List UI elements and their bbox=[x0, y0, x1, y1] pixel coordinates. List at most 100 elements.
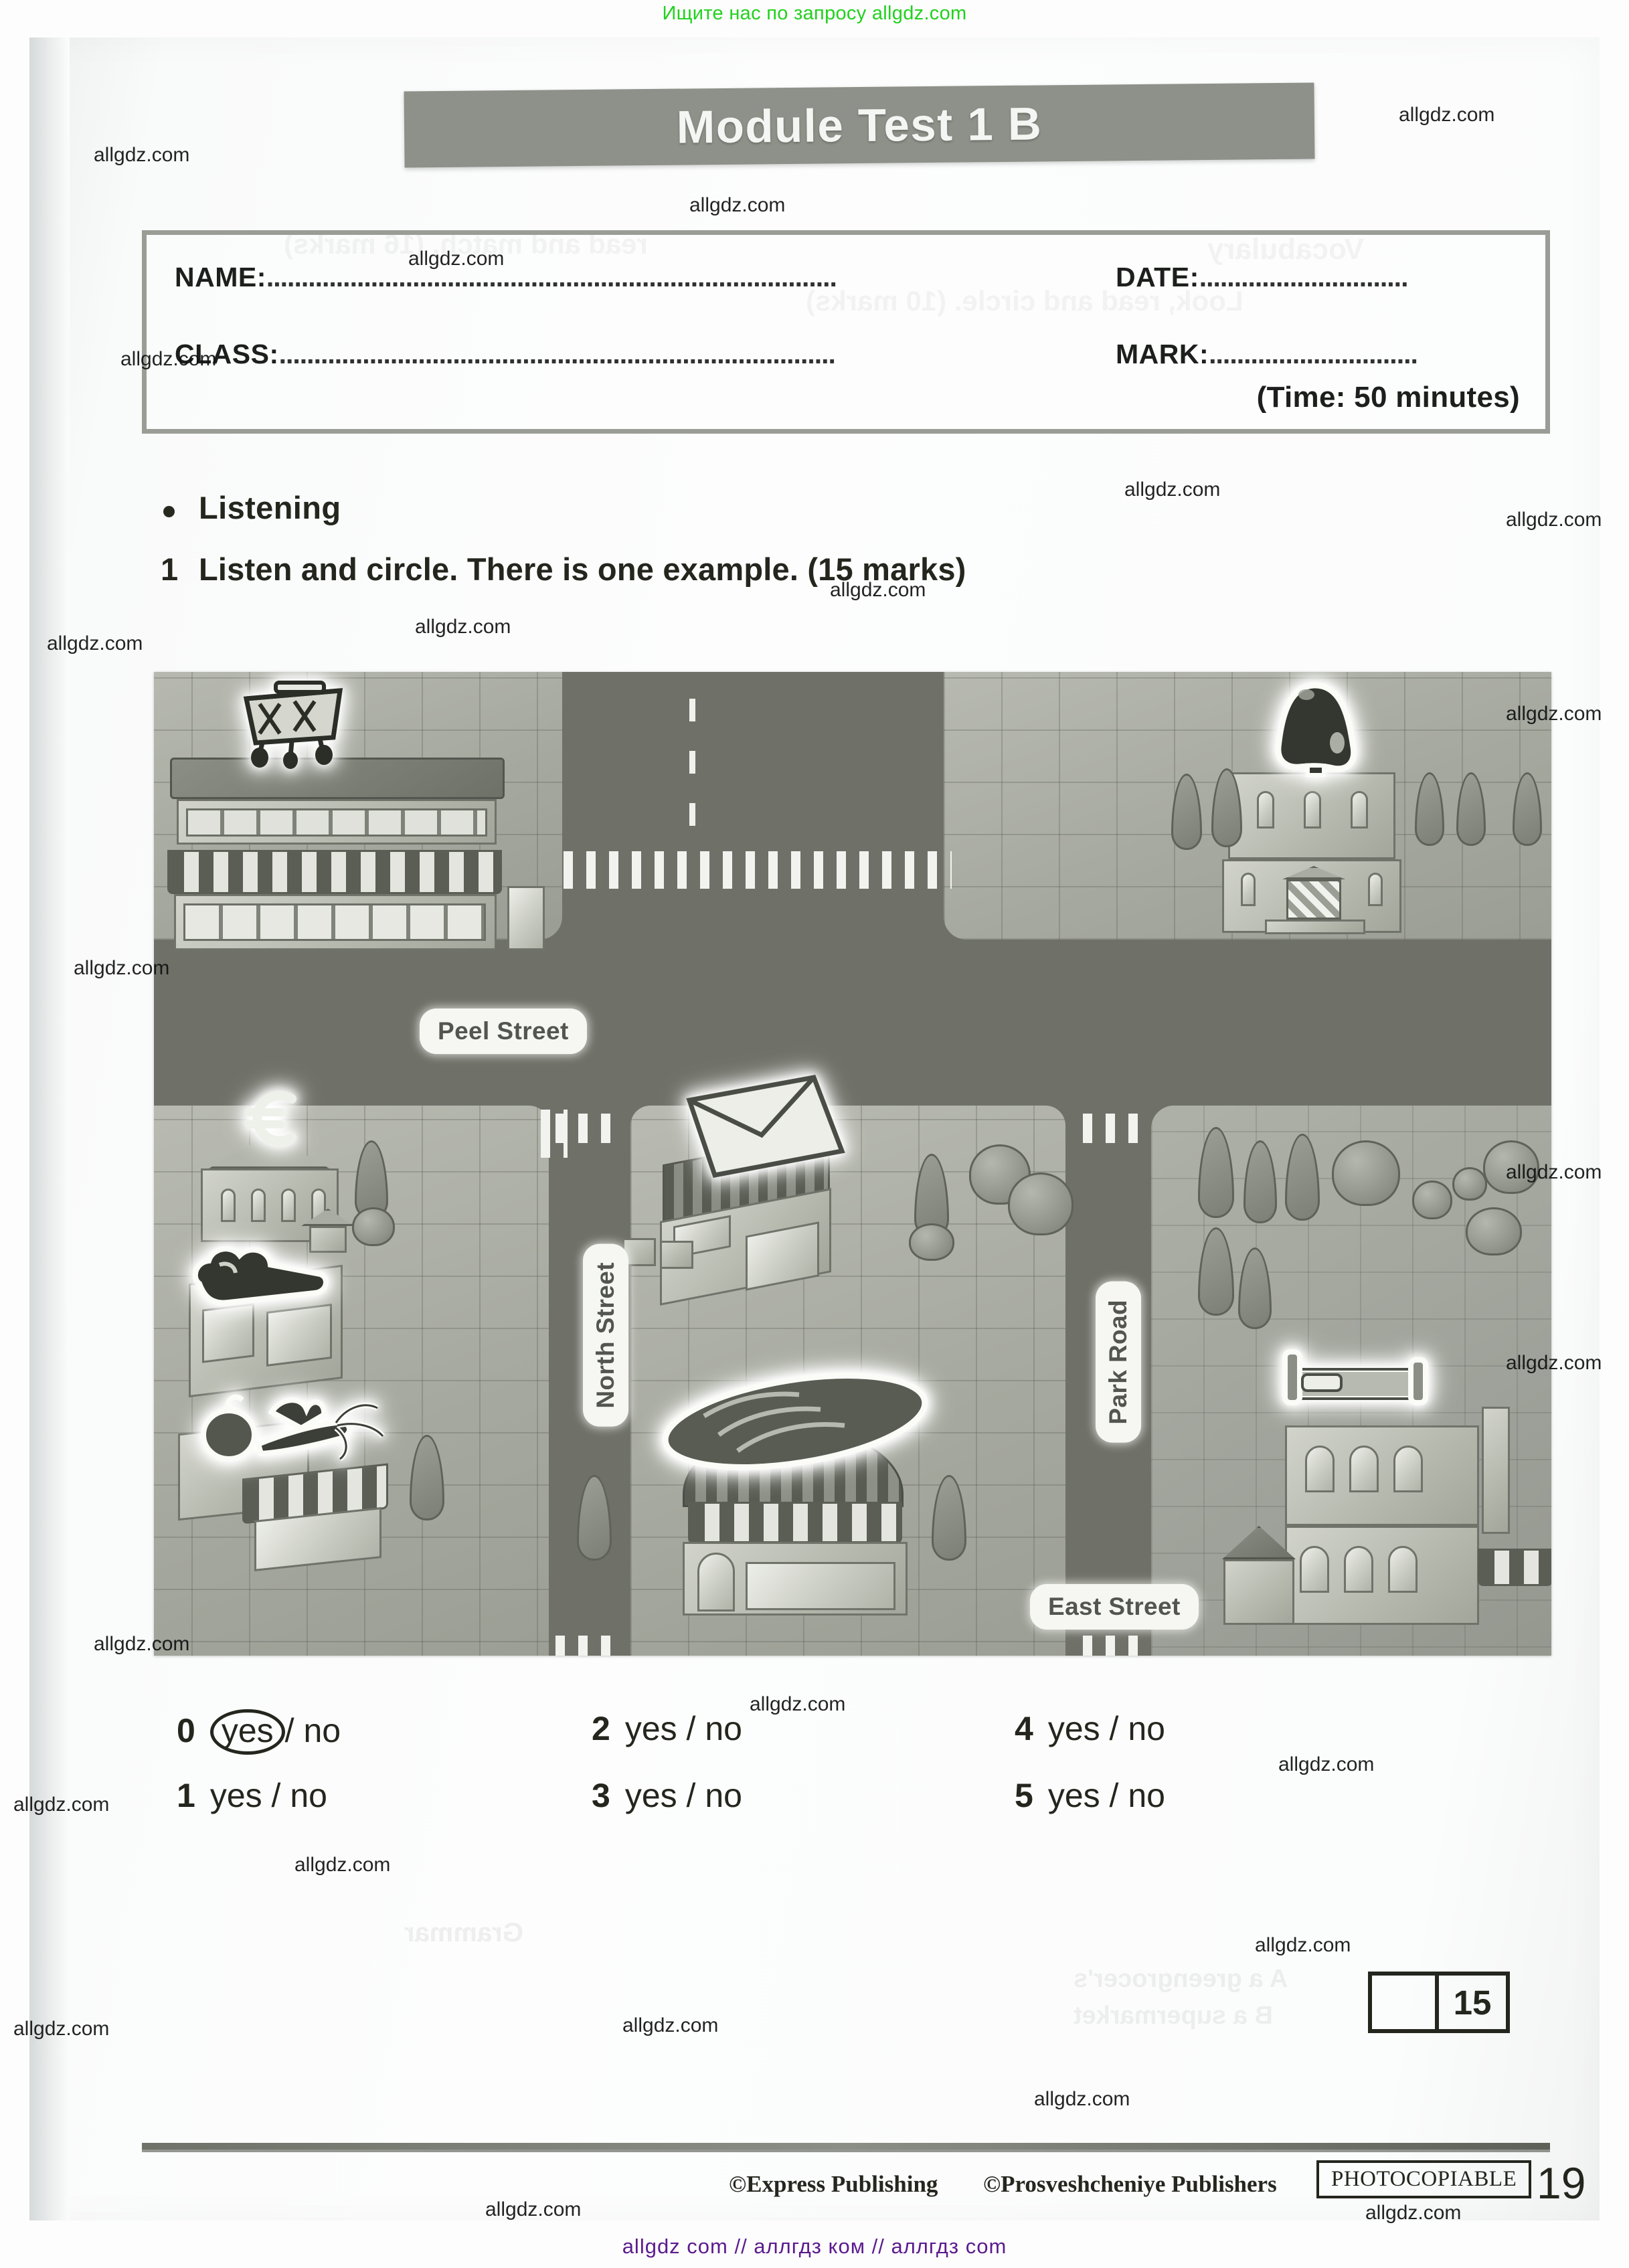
police-window-5 bbox=[1368, 873, 1383, 906]
answer-yes-5[interactable]: yes bbox=[1047, 1777, 1100, 1814]
class-input-dots[interactable]: ........................................… bbox=[278, 339, 835, 369]
police-window-2 bbox=[1304, 791, 1321, 828]
page-title: Module Test 1 B bbox=[676, 97, 1043, 153]
euro-sign-icon bbox=[234, 1081, 308, 1158]
name-input-dots[interactable]: ........................................… bbox=[266, 262, 837, 292]
mark-input-dots[interactable]: .............................. bbox=[1209, 339, 1418, 369]
score-box[interactable]: 15 bbox=[1368, 1972, 1510, 2033]
answer-sep-1: / bbox=[271, 1777, 281, 1814]
zebra-crossing-north-upper bbox=[555, 1114, 622, 1143]
zebra-crossing-top bbox=[564, 851, 952, 889]
park-tree-1 bbox=[1332, 1140, 1400, 1206]
answer-yes-2[interactable]: yes bbox=[624, 1710, 677, 1747]
bank-window-2 bbox=[251, 1189, 266, 1222]
street-shrub-2 bbox=[909, 1223, 954, 1261]
park-shrub-1 bbox=[1412, 1181, 1452, 1219]
answer-sep-2: / bbox=[686, 1710, 696, 1747]
answer-yes-4[interactable]: yes bbox=[1047, 1710, 1100, 1747]
watermark-tag-13: allgdz.com bbox=[1506, 1352, 1602, 1374]
hotel-window-4 bbox=[1300, 1546, 1329, 1593]
watermark-tag-21: allgdz.com bbox=[13, 2018, 110, 2040]
police-window-4 bbox=[1241, 873, 1256, 906]
zebra-crossing-park-lower bbox=[1083, 1636, 1150, 1656]
student-info-box: NAME:...................................… bbox=[142, 230, 1550, 434]
watermark-tag-11: allgdz.com bbox=[74, 957, 170, 979]
answer-sep-0: / bbox=[284, 1712, 294, 1749]
police-window-1 bbox=[1257, 791, 1274, 828]
footer-rule bbox=[142, 2143, 1550, 2152]
site-banner-top: Ищите нас по запросу allgdz.com bbox=[662, 3, 967, 24]
watermark-tag-16: allgdz.com bbox=[1278, 1753, 1375, 1775]
watermark-tag-18: allgdz.com bbox=[294, 1854, 391, 1876]
answer-yes-0[interactable]: yes bbox=[209, 1709, 285, 1755]
hotel-side-awning bbox=[1478, 1549, 1551, 1586]
bed-icon bbox=[1278, 1341, 1432, 1425]
street-shrub-1 bbox=[352, 1207, 395, 1246]
date-field-row[interactable]: DATE:.............................. bbox=[1116, 262, 1407, 293]
street-tree-6 bbox=[969, 1144, 1031, 1205]
answer-no-4[interactable]: no bbox=[1128, 1710, 1165, 1747]
answer-number-3: 3 bbox=[592, 1777, 610, 1814]
time-allowance: (Time: 50 minutes) bbox=[1256, 381, 1520, 414]
watermark-tag-22: allgdz.com bbox=[1034, 2088, 1130, 2110]
watermark-tag-23: allgdz.com bbox=[485, 2198, 582, 2220]
score-max-cell: 15 bbox=[1439, 1972, 1510, 2033]
answer-yes-3[interactable]: yes bbox=[624, 1777, 677, 1814]
watermark-tag-0: allgdz.com bbox=[94, 144, 190, 166]
hotel-lower bbox=[1285, 1526, 1479, 1625]
answer-no-0[interactable]: no bbox=[303, 1712, 341, 1749]
watermark-tag-4: allgdz.com bbox=[408, 248, 505, 270]
answer-no-3[interactable]: no bbox=[705, 1777, 742, 1814]
watermark-tag-3: allgdz.com bbox=[1506, 509, 1602, 531]
supermarket-roof bbox=[170, 758, 505, 799]
name-label: NAME: bbox=[175, 262, 266, 292]
watermark-tag-10: allgdz.com bbox=[1506, 703, 1602, 725]
page-title-bar: Module Test 1 B bbox=[404, 82, 1315, 168]
page-number: 19 bbox=[1537, 2158, 1586, 2208]
answer-no-2[interactable]: no bbox=[705, 1710, 742, 1747]
police-window-3 bbox=[1351, 791, 1368, 828]
street-tree-3 bbox=[577, 1475, 612, 1561]
task-number: 1 bbox=[161, 551, 179, 587]
watermark-tag-17: allgdz.com bbox=[13, 1794, 110, 1816]
answer-yes-1[interactable]: yes bbox=[209, 1777, 262, 1814]
supermarket-upper-windows bbox=[186, 808, 487, 837]
bleed-through-text-3: Grammar bbox=[404, 1918, 523, 1947]
answer-number-4: 4 bbox=[1015, 1710, 1033, 1747]
name-field-row[interactable]: NAME:...................................… bbox=[175, 262, 837, 293]
park-shrub-2 bbox=[1452, 1167, 1487, 1201]
task-instruction: Listen and circle. There is one example.… bbox=[199, 551, 966, 587]
bread-loaf-icon bbox=[655, 1368, 936, 1478]
section-bullet-icon bbox=[163, 506, 175, 517]
hotel-window-6 bbox=[1388, 1546, 1418, 1593]
watermark-tag-24: allgdz.com bbox=[1365, 2202, 1462, 2224]
mark-field-row[interactable]: MARK:.............................. bbox=[1116, 339, 1418, 370]
date-input-dots[interactable]: .............................. bbox=[1199, 262, 1408, 292]
envelope-icon bbox=[683, 1071, 850, 1188]
watermark-tag-20: allgdz.com bbox=[622, 2014, 719, 2036]
score-entry-cell[interactable] bbox=[1368, 1972, 1439, 2033]
watermark-tag-7: allgdz.com bbox=[1124, 478, 1221, 501]
police-helmet-icon bbox=[1258, 680, 1372, 784]
site-banner-bottom: allgdz com // аллгдз ком // аллгдз com bbox=[622, 2235, 1007, 2258]
answer-no-5[interactable]: no bbox=[1128, 1777, 1165, 1814]
watermark-tag-2: allgdz.com bbox=[689, 194, 786, 216]
bank-porch bbox=[309, 1226, 347, 1253]
answer-no-1[interactable]: no bbox=[290, 1777, 327, 1814]
photocopiable-stamp: PHOTOCOPIABLE bbox=[1316, 2160, 1532, 2198]
bleed-through-text-4: A a greengrocer's bbox=[1074, 1965, 1288, 1993]
hotel-sign-pole bbox=[1482, 1407, 1510, 1534]
class-field-row[interactable]: CLASS:..................................… bbox=[175, 339, 835, 370]
watermark-tag-1: allgdz.com bbox=[1399, 104, 1495, 126]
watermark-tag-6: allgdz.com bbox=[415, 616, 511, 638]
park-pond bbox=[1466, 1207, 1522, 1255]
street-label-east-street: East Street bbox=[1035, 1589, 1194, 1625]
answer-number-5: 5 bbox=[1015, 1777, 1033, 1814]
bakery-door bbox=[697, 1553, 735, 1611]
